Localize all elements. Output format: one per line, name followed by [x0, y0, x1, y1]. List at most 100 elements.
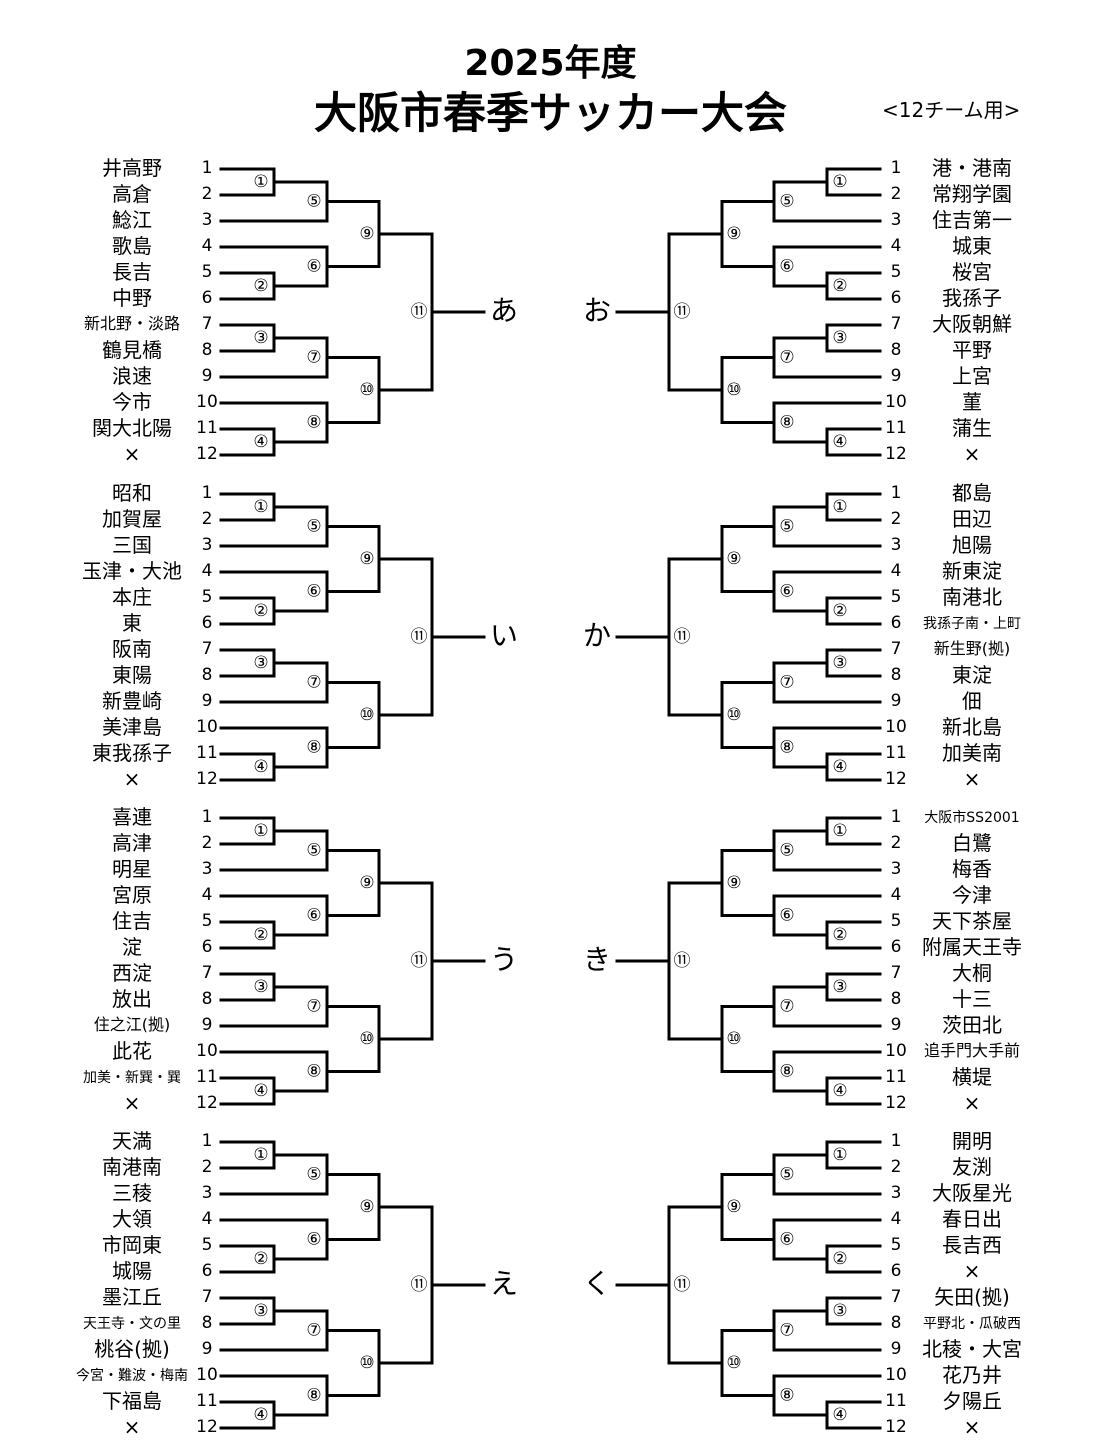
- seed-number: 1: [890, 483, 902, 503]
- match-number-7: ⑦: [306, 1321, 321, 1341]
- team-name: 美津島: [72, 714, 192, 740]
- team-name-text: 美津島: [102, 715, 162, 739]
- match-number-5: ⑤: [306, 1165, 321, 1185]
- seed-number: 2: [201, 184, 213, 204]
- team-name: 平野: [912, 337, 1032, 363]
- seed-number: 9: [201, 691, 213, 711]
- team-name: 長吉西: [912, 1232, 1032, 1258]
- seed-number: 10: [196, 717, 218, 737]
- seed-number: 6: [201, 1261, 213, 1281]
- seed-number: 11: [196, 418, 218, 438]
- team-name-text: 大阪市SS2001: [924, 810, 1020, 826]
- seed-number: 9: [201, 1015, 213, 1035]
- team-name-text: 玉津・大池: [82, 559, 182, 583]
- seed-number: 10: [196, 1365, 218, 1385]
- match-number-2: ②: [832, 925, 847, 945]
- match-number-6: ⑥: [779, 582, 794, 602]
- match-number-6: ⑥: [306, 257, 321, 277]
- seed-number: 12: [196, 1093, 218, 1113]
- team-name-text: 開明: [952, 1129, 992, 1153]
- team-count-note: <12チーム用>: [882, 98, 1021, 122]
- team-name: ×: [72, 1090, 192, 1116]
- match-number-3: ③: [832, 653, 847, 673]
- team-name-text: 田辺: [952, 507, 992, 531]
- seed-number: 7: [890, 314, 902, 334]
- team-name: ×: [72, 441, 192, 467]
- team-name: 三稜: [72, 1180, 192, 1206]
- team-name: 中野: [72, 285, 192, 311]
- team-name: 佃: [912, 688, 1032, 714]
- team-name: ×: [912, 1090, 1032, 1116]
- team-name: 下福島: [72, 1388, 192, 1414]
- team-name: ×: [912, 1414, 1032, 1440]
- match-number-3: ③: [253, 328, 268, 348]
- team-name: 新豊崎: [72, 688, 192, 714]
- team-name-text: 平野北・瓜破西: [923, 1316, 1021, 1332]
- team-name-text: 附属天王寺: [922, 935, 1022, 959]
- team-name-text: ×: [963, 767, 981, 791]
- team-name-text: 蒲生: [952, 416, 992, 440]
- seed-number: 10: [885, 1365, 907, 1385]
- team-name-text: 関大北陽: [92, 416, 172, 440]
- match-number-8: ⑧: [306, 413, 321, 433]
- team-name-text: 淀: [122, 935, 142, 959]
- match-number-11: ⑪: [411, 627, 428, 647]
- match-number-7: ⑦: [306, 673, 321, 693]
- seed-number: 8: [890, 665, 902, 685]
- team-name: 城東: [912, 233, 1032, 259]
- seed-number: 2: [201, 833, 213, 853]
- team-name: ×: [912, 1258, 1032, 1284]
- seed-number: 10: [196, 1041, 218, 1061]
- team-name: 天王寺・文の里: [72, 1310, 192, 1336]
- team-name-text: 放出: [112, 987, 152, 1011]
- team-name-text: 本庄: [112, 585, 152, 609]
- match-number-5: ⑤: [779, 517, 794, 537]
- match-number-3: ③: [832, 977, 847, 997]
- team-name: 白鷺: [912, 830, 1032, 856]
- team-name-text: 都島: [952, 481, 992, 505]
- match-number-9: ⑨: [359, 873, 374, 893]
- seed-number: 3: [201, 210, 213, 230]
- match-number-10: ⑩: [359, 705, 374, 725]
- team-name-text: 大桐: [952, 961, 992, 985]
- team-name-text: 白鷺: [952, 831, 992, 855]
- team-name-text: 中野: [112, 286, 152, 310]
- seed-number: 4: [890, 236, 902, 256]
- seed-number: 1: [201, 807, 213, 827]
- seed-number: 11: [885, 1067, 907, 1087]
- team-name: 本庄: [72, 584, 192, 610]
- team-name-text: 高倉: [112, 182, 152, 206]
- match-number-8: ⑧: [306, 1062, 321, 1082]
- team-name: 開明: [912, 1128, 1032, 1154]
- seed-number: 3: [201, 535, 213, 555]
- seed-number: 6: [201, 613, 213, 633]
- team-name: 新東淀: [912, 558, 1032, 584]
- seed-number: 7: [201, 314, 213, 334]
- team-name-text: 住吉: [112, 909, 152, 933]
- match-number-6: ⑥: [779, 257, 794, 277]
- match-number-7: ⑦: [306, 348, 321, 368]
- team-name-text: 天下茶屋: [932, 909, 1012, 933]
- group-label: か: [582, 619, 611, 652]
- team-name: 南港南: [72, 1154, 192, 1180]
- match-number-1: ①: [832, 172, 847, 192]
- match-number-5: ⑤: [306, 517, 321, 537]
- match-number-3: ③: [832, 1301, 847, 1321]
- seed-number: 7: [890, 1287, 902, 1307]
- seed-number: 12: [885, 444, 907, 464]
- seed-number: 7: [201, 963, 213, 983]
- team-name-text: 井高野: [102, 156, 162, 180]
- seed-number: 5: [890, 587, 902, 607]
- team-name-text: 今市: [112, 390, 152, 414]
- team-name-text: 追手門大手前: [923, 1041, 1020, 1060]
- team-name-text: ×: [123, 442, 141, 466]
- seed-number: 1: [201, 1131, 213, 1151]
- seed-number: 5: [201, 587, 213, 607]
- seed-number: 2: [890, 1157, 902, 1177]
- team-name: 淀: [72, 934, 192, 960]
- match-number-8: ⑧: [306, 1386, 321, 1406]
- match-number-1: ①: [832, 497, 847, 517]
- team-name-text: 阪南: [112, 637, 152, 661]
- team-name-text: 十三: [952, 987, 992, 1011]
